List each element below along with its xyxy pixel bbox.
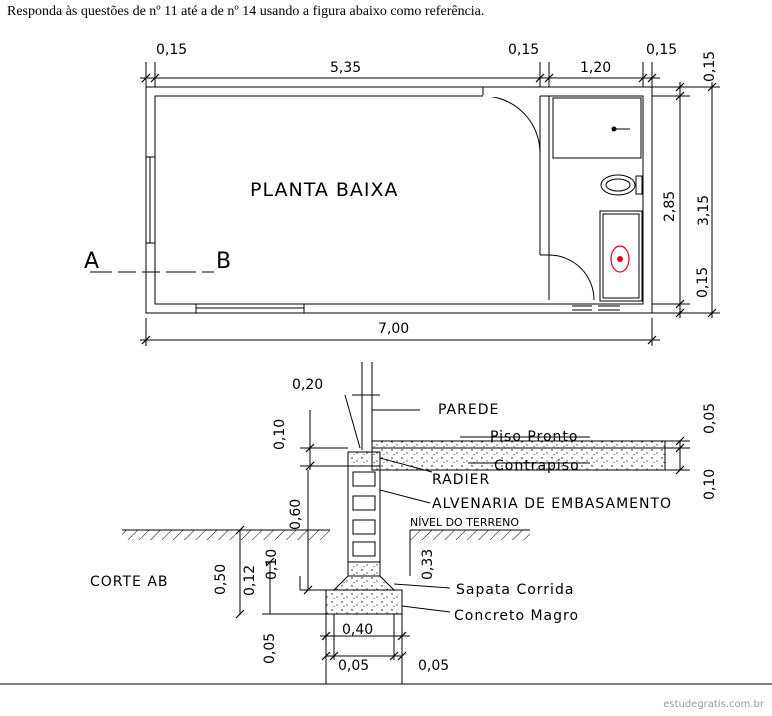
- label-ground-level: NÍVEL DO TERRENO: [410, 516, 519, 529]
- shower-area: [599, 210, 643, 302]
- dim-top-room: 5,35: [330, 60, 361, 76]
- dim-footing-total: 0,12: [242, 565, 258, 596]
- floor-plan: [90, 62, 720, 346]
- section-drawing: [122, 362, 690, 684]
- dim-top-wall-left: 0,15: [156, 42, 187, 58]
- dim-right-total: 3,15: [696, 195, 712, 226]
- dim-top-wall-mid: 0,15: [508, 42, 539, 58]
- bath-counter: [552, 97, 642, 159]
- watermark: estudegratis.com.br: [663, 699, 764, 710]
- dim-right-bath: 2,85: [662, 191, 678, 222]
- dim-floor-finish: 0,05: [702, 403, 718, 434]
- label-masonry: ALVENARIA DE EMBASAMENTO: [432, 496, 672, 512]
- dim-offset-right: 0,05: [418, 658, 449, 674]
- plan-title: PLANTA BAIXA: [250, 179, 399, 201]
- section-marker-a: A: [84, 249, 99, 274]
- dim-subfloor-height: 0,10: [702, 469, 718, 500]
- lean-concrete: [325, 589, 403, 615]
- dim-top-wall-right: 0,15: [646, 42, 677, 58]
- dim-footing-step: 0,10: [264, 549, 280, 580]
- label-subfloor: Contrapiso: [494, 458, 580, 474]
- section-marker-b: B: [216, 249, 231, 274]
- dim-offset-left: 0,05: [338, 658, 369, 674]
- radier: [347, 451, 381, 467]
- dim-lean-width: 0,40: [342, 622, 373, 638]
- instruction-text: Responda às questões de nº 11 até a de n…: [7, 4, 485, 19]
- dim-buried: 0,33: [420, 549, 436, 580]
- dim-radier-height: 0,10: [272, 419, 288, 450]
- toilet: [600, 174, 636, 196]
- label-strip-footing: Sapata Corrida: [456, 582, 574, 598]
- dim-lean-height: 0,05: [262, 633, 278, 664]
- dim-right-wall-bottom: 0,15: [695, 267, 711, 298]
- label-finished-floor: Piso Pronto: [490, 429, 578, 445]
- dim-bottom-total: 7,00: [378, 321, 409, 337]
- strip-footing: [347, 561, 381, 577]
- dim-wall-width: 0,20: [292, 377, 323, 393]
- door-swing: [482, 95, 541, 154]
- ground-right: [410, 530, 530, 540]
- dim-top-bath: 1,20: [580, 60, 611, 76]
- label-radier: RADIER: [432, 472, 490, 488]
- label-wall: PAREDE: [438, 402, 499, 418]
- dim-right-wall-top: 0,15: [702, 51, 718, 82]
- section-title: CORTE AB: [90, 574, 169, 590]
- ground-left: [122, 530, 330, 540]
- dim-masonry-height: 0,60: [288, 499, 304, 530]
- label-lean-concrete: Concreto Magro: [454, 608, 579, 624]
- dim-footing-depth: 0,50: [213, 564, 229, 595]
- outer-wall: [145, 86, 653, 314]
- shower-drain: [610, 245, 630, 273]
